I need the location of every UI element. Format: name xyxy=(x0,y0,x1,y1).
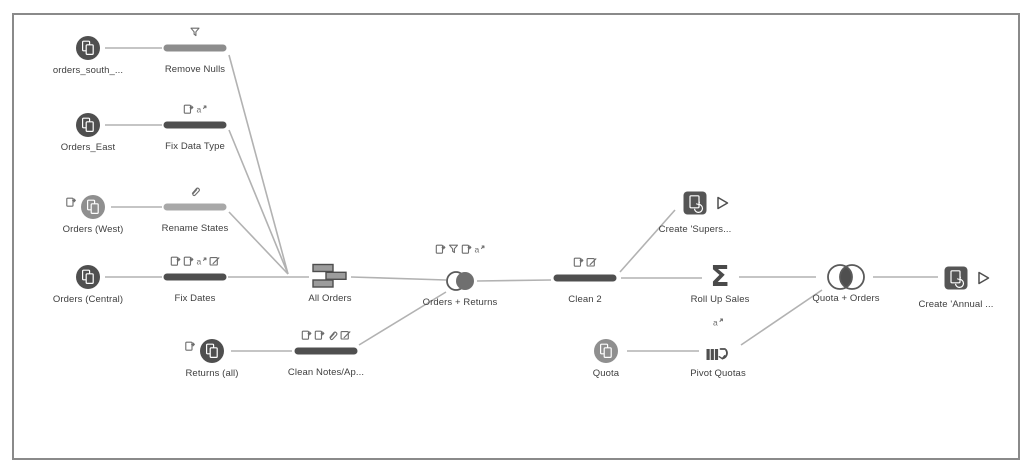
node-label: Create 'Annual ... xyxy=(918,299,994,310)
node-label: Orders (Central) xyxy=(52,294,124,305)
node-label: Fix Dates xyxy=(174,293,216,304)
node-label: orders_south_... xyxy=(52,65,124,76)
node-label: Create 'Supers... xyxy=(658,224,732,235)
field-badge-icon xyxy=(314,330,325,340)
node-label: Pivot Quotas xyxy=(690,368,746,379)
change-badges: a xyxy=(712,316,724,328)
node-label: Quota + Orders xyxy=(812,293,880,304)
calc-badge-icon xyxy=(209,257,220,266)
node-label: Clean Notes/Ap... xyxy=(287,367,365,378)
node-label: Orders (West) xyxy=(62,224,124,235)
data-source-icon xyxy=(75,35,101,61)
change-badges xyxy=(189,185,201,197)
node-label: Returns (all) xyxy=(185,368,239,379)
clip-badge-icon xyxy=(191,187,200,197)
clean-step-bar xyxy=(553,274,617,282)
clip-badge-icon xyxy=(329,331,338,341)
field-badge-icon xyxy=(66,197,76,207)
join-icon xyxy=(823,263,869,292)
change-badges xyxy=(189,26,201,38)
sigma-icon: Σ xyxy=(710,260,730,293)
run-flow-icon[interactable] xyxy=(715,195,730,211)
change-badges: a xyxy=(183,103,208,115)
field-badge-icon xyxy=(461,244,472,254)
field-badge-icon xyxy=(435,244,446,254)
change-badges xyxy=(301,329,352,341)
calc-badge-icon xyxy=(586,258,597,267)
node-label: Roll Up Sales xyxy=(690,294,750,305)
clean-step-bar xyxy=(163,121,227,129)
funnel-badge-icon xyxy=(190,27,200,37)
field-badge-icon xyxy=(301,330,312,340)
data-source-icon xyxy=(593,338,619,364)
rename-badge-icon: a xyxy=(197,256,207,266)
node-label: All Orders xyxy=(308,293,352,304)
join-icon xyxy=(443,269,477,293)
data-source-icon xyxy=(199,338,225,364)
output-icon xyxy=(944,266,968,290)
field-badge-icon xyxy=(183,104,194,114)
node-label: Rename States xyxy=(161,223,229,234)
clean-step-bar xyxy=(163,44,227,52)
funnel-badge-icon xyxy=(448,244,459,254)
node-label: Orders_East xyxy=(60,142,116,153)
field-badge-icon xyxy=(573,257,584,267)
data-source-icon xyxy=(80,194,106,220)
input-change-badge xyxy=(184,340,196,352)
change-badges: a xyxy=(435,243,486,255)
calc-badge-icon xyxy=(340,331,351,340)
input-change-badge xyxy=(65,196,77,208)
node-label: Fix Data Type xyxy=(165,141,225,152)
data-source-icon xyxy=(75,264,101,290)
clean-step-bar xyxy=(294,347,358,355)
clean-step-bar xyxy=(163,203,227,211)
node-label: Orders + Returns xyxy=(422,297,498,308)
change-badges xyxy=(573,256,598,268)
union-icon xyxy=(311,263,349,289)
field-badge-icon xyxy=(185,341,195,351)
data-source-icon xyxy=(75,112,101,138)
rename-badge-icon: a xyxy=(713,317,723,327)
run-flow-icon[interactable] xyxy=(976,270,991,286)
rename-badge-icon: a xyxy=(197,104,207,114)
change-badges: a xyxy=(170,255,221,267)
svg-text:a: a xyxy=(197,256,202,266)
field-badge-icon xyxy=(183,256,194,266)
field-badge-icon xyxy=(170,256,181,266)
rename-badge-icon: a xyxy=(475,244,485,254)
svg-text:a: a xyxy=(713,317,718,327)
clean-step-bar xyxy=(163,273,227,281)
svg-text:a: a xyxy=(197,104,202,114)
node-label: Clean 2 xyxy=(568,294,602,305)
node-label: Remove Nulls xyxy=(164,64,226,75)
node-label: Quota xyxy=(592,368,620,379)
flow-canvas-frame xyxy=(12,13,1020,460)
pivot-icon xyxy=(705,342,732,363)
svg-text:a: a xyxy=(475,244,480,254)
output-icon xyxy=(683,191,707,215)
